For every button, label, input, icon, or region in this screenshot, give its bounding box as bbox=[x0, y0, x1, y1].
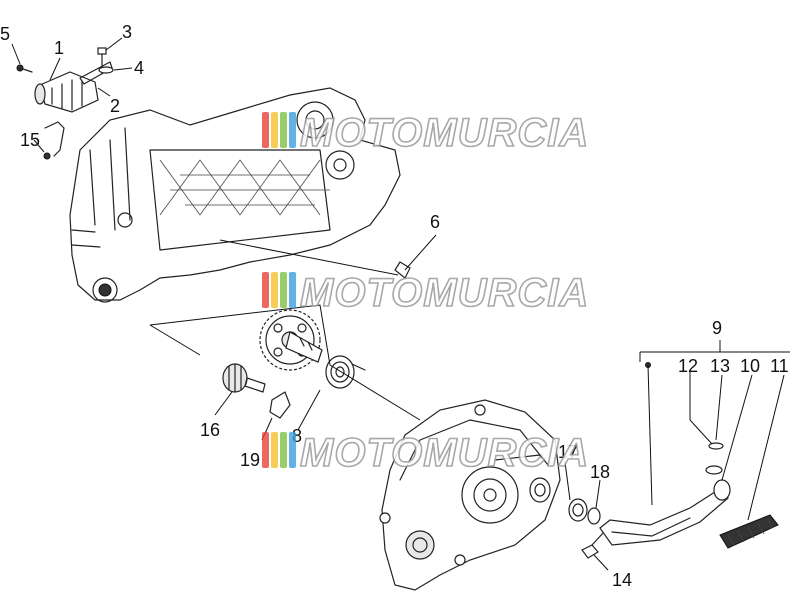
spring-return bbox=[325, 355, 366, 389]
watermark-text: MOTOMURCIA bbox=[300, 111, 589, 155]
watermark-stripe bbox=[262, 272, 269, 308]
cable-bracket-15 bbox=[43, 121, 65, 160]
callout-5: 5 bbox=[0, 24, 10, 44]
watermark-stripe bbox=[271, 272, 278, 308]
washer-4 bbox=[98, 66, 114, 74]
watermark-stripe bbox=[280, 432, 287, 468]
callout-13: 13 bbox=[710, 356, 730, 376]
callout-3: 3 bbox=[122, 22, 132, 42]
callout-14: 14 bbox=[612, 570, 632, 590]
callout-10: 10 bbox=[740, 356, 760, 376]
kick-start-lever bbox=[599, 479, 731, 546]
watermark-stripe bbox=[271, 112, 278, 148]
drive-gear-16 bbox=[222, 363, 266, 393]
callout-9: 9 bbox=[712, 318, 722, 338]
watermark-stripe bbox=[271, 432, 278, 468]
callout-4: 4 bbox=[134, 58, 144, 78]
transmission-cover bbox=[379, 399, 561, 591]
bracket-lines bbox=[149, 239, 421, 421]
watermark-stripe bbox=[262, 112, 269, 148]
watermark-logo-icon bbox=[262, 432, 296, 468]
watermark-stripe bbox=[280, 272, 287, 308]
watermark-stripe bbox=[289, 432, 296, 468]
leader-lines bbox=[11, 37, 790, 571]
kick-pedal-rubber-11 bbox=[719, 514, 779, 549]
watermark-logo-icon bbox=[262, 112, 296, 148]
watermark-stripe bbox=[289, 272, 296, 308]
callout-2: 2 bbox=[110, 96, 120, 116]
watermark-text: MOTOMURCIA bbox=[300, 271, 589, 315]
watermark-1: MOTOMURCIA bbox=[262, 110, 589, 156]
callout-8: 8 bbox=[292, 426, 302, 446]
starter-motor bbox=[34, 71, 99, 113]
callout-labels: 1 2 3 4 5 6 8 9 10 11 12 13 14 15 16 17 … bbox=[0, 22, 789, 590]
watermark-logo-icon bbox=[262, 272, 296, 308]
engine-crankcase bbox=[69, 87, 401, 303]
callout-18: 18 bbox=[590, 462, 610, 482]
kick-start-gear-8 bbox=[259, 309, 323, 371]
watermark-2: MOTOMURCIA bbox=[262, 270, 589, 316]
oil-seal-17 bbox=[529, 477, 588, 522]
callout-17: 17 bbox=[558, 442, 578, 462]
washer-13 bbox=[705, 442, 724, 475]
watermark-stripe bbox=[262, 432, 269, 468]
callout-19: 19 bbox=[240, 450, 260, 470]
bolt-14 bbox=[581, 531, 605, 559]
callout-11: 11 bbox=[770, 356, 789, 376]
pinion-6 bbox=[394, 261, 411, 279]
watermark-stripe bbox=[289, 112, 296, 148]
watermark-stripe bbox=[280, 112, 287, 148]
callout-6: 6 bbox=[430, 212, 440, 232]
circlip-18 bbox=[587, 507, 601, 525]
callout-1: 1 bbox=[54, 38, 64, 58]
screw-5 bbox=[16, 64, 33, 73]
callout-15: 15 bbox=[20, 130, 40, 150]
watermark-3: MOTOMURCIA bbox=[262, 430, 589, 476]
callout-16: 16 bbox=[200, 420, 220, 440]
callout-12: 12 bbox=[678, 356, 698, 376]
clip-19 bbox=[269, 391, 291, 419]
watermark-text: MOTOMURCIA bbox=[300, 431, 589, 475]
